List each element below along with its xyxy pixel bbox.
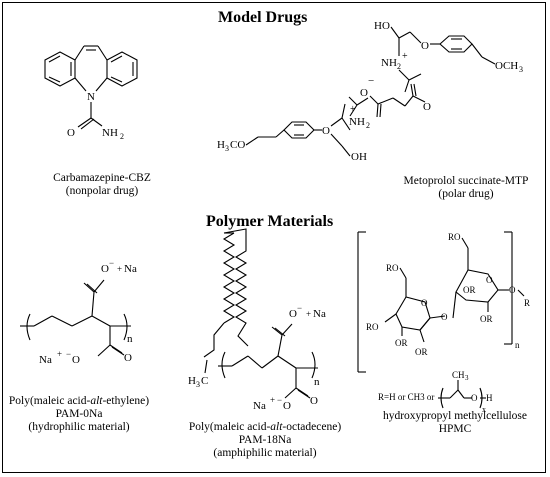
mtp-och3-top: OCH xyxy=(495,60,518,72)
pam0-o-bottom: O xyxy=(124,352,132,364)
pam18-note: (amphiphilic material) xyxy=(213,447,317,459)
mtp-nh2-bottom: NH xyxy=(349,116,365,128)
model-drugs-title: Model Drugs xyxy=(218,9,308,26)
mtp-h3co-bottom: H xyxy=(217,139,225,151)
cbz-n-label: N xyxy=(87,91,95,103)
pam0-plus-top: + xyxy=(117,264,122,274)
hpmc-ro-1: RO xyxy=(386,263,399,273)
hpmc-o-link: O xyxy=(441,312,448,322)
figure-frame xyxy=(2,2,546,473)
carbamazepine-structure: N O NH 2 xyxy=(44,45,138,141)
mtp-ho-top: HO xyxy=(374,20,390,32)
hpmc-ro-2: RO xyxy=(366,322,379,332)
pam18-h3c-sub: 3 xyxy=(196,380,200,389)
pam18-minus-top: − xyxy=(297,303,302,313)
succinate-anion: − O O xyxy=(360,75,431,118)
cbz-o-label: O xyxy=(67,127,75,139)
pam18-plus-top: + xyxy=(306,309,311,319)
hpmc-ch3-sub: 3 xyxy=(465,374,469,382)
pam18-name: Poly(maleic acid-alt-octadecene) xyxy=(188,421,342,433)
hpmc-caption: hydroxypropyl methylcellulose HPMC xyxy=(380,410,530,436)
hpmc-structure: n RO O RO OR O OR RO O OR OR O R R=H or … xyxy=(357,231,530,414)
hpmc-o-ring1: O xyxy=(421,298,428,308)
hpmc-n-subscript: n xyxy=(515,340,520,350)
metoprolol-cation-top: HO O OCH 3 NH 2 + xyxy=(374,20,523,93)
mtp-note: (polar drug) xyxy=(438,188,494,200)
pam18-h3c-h: H xyxy=(188,375,196,387)
cbz-nh2-label: NH xyxy=(102,127,118,139)
mtp-nh2-sub-bottom: 2 xyxy=(366,121,370,130)
pam18-n-subscript: n xyxy=(314,376,320,388)
hpmc-code: HPMC xyxy=(438,423,472,435)
hpmc-r-end: R xyxy=(524,298,530,308)
hpmc-name: hydroxypropyl methylcellulose xyxy=(382,410,528,422)
mtp-o-top: O xyxy=(421,40,429,52)
hpmc-or-1: OR xyxy=(395,338,408,348)
hpmc-or-4: OR xyxy=(480,314,493,324)
pam18-na-bottom: Na xyxy=(253,400,266,412)
hpmc-or-3: OR xyxy=(463,285,476,295)
mtp-plus-bottom: + xyxy=(350,104,356,115)
pam0-o-minus-top: O xyxy=(101,263,109,275)
mtp-nh2-top: NH xyxy=(381,57,397,69)
pam0-name: Poly(maleic acid-alt-ethylene) xyxy=(8,395,150,407)
hpmc-ch3-ch: CH xyxy=(452,370,465,380)
hpmc-o-side: O xyxy=(471,393,478,403)
pam0-caption: Poly(maleic acid-alt-ethylene) PAM-0Na (… xyxy=(4,395,154,434)
hpmc-h-side: H xyxy=(486,393,493,403)
metoprolol-cation-bottom: H 3 CO O NH 2 + OH xyxy=(217,96,370,163)
pam0na-structure: O − + Na O Na + − O n xyxy=(20,258,137,366)
succinate-minus-top: − xyxy=(368,75,374,87)
mtp-plus-top: + xyxy=(402,51,408,62)
hpmc-ro-3: RO xyxy=(448,232,461,242)
pam18-plus-bottom: + xyxy=(270,395,275,405)
pam0-note: (hydrophilic material) xyxy=(28,421,130,433)
succinate-o-minus-right: O xyxy=(423,101,431,113)
pam18-o-bottom: O xyxy=(310,395,318,407)
pam18na-structure: H 3 C O − + Na O Na + − O n xyxy=(188,228,326,412)
mtp-caption: Metoprolol succinate-MTP (polar drug) xyxy=(396,175,536,201)
pam0-n-subscript: n xyxy=(127,333,133,345)
pam0-minus-bottom: − xyxy=(66,349,71,359)
succinate-o-minus-top: O xyxy=(360,87,368,99)
mtp-h3co-sub-bottom: 3 xyxy=(225,144,229,153)
pam18-caption: Poly(maleic acid-alt-octadecene) PAM-18N… xyxy=(180,421,350,460)
pam0-na-bottom: Na xyxy=(39,354,52,366)
pam0-code: PAM-0Na xyxy=(55,408,103,420)
mtp-oh-bottom: OH xyxy=(351,151,367,163)
pam0-minus-top: − xyxy=(109,258,114,268)
pam0-plus-bottom: + xyxy=(57,349,62,359)
pam18-na-top: Na xyxy=(313,308,326,320)
mtp-h3co-rest-bottom: CO xyxy=(230,139,245,151)
polymer-materials-title: Polymer Materials xyxy=(206,213,334,230)
pam18-minus-bottom: − xyxy=(277,395,282,405)
pam0-na-top: Na xyxy=(124,263,137,275)
mtp-o-bottom: O xyxy=(322,125,330,137)
cbz-nh2-subscript: 2 xyxy=(120,132,124,141)
cbz-note: (nonpolar drug) xyxy=(65,185,139,197)
cbz-caption: Carbamazepine-CBZ (nonpolar drug) xyxy=(42,172,162,198)
hpmc-x-subscript: x xyxy=(482,405,486,414)
pam18-code: PAM-18Na xyxy=(238,434,292,446)
mtp-nh2-sub-top: 2 xyxy=(397,62,401,71)
pam0-o-minus-bottom: O xyxy=(72,354,80,366)
mtp-och3-sub-top: 3 xyxy=(519,65,523,74)
hpmc-or-2: OR xyxy=(415,347,428,357)
hpmc-o-end: O xyxy=(509,285,516,295)
pam18-o-minus-top: O xyxy=(289,308,297,320)
hpmc-legend-text: R=H or CH3 or xyxy=(378,392,434,402)
hpmc-o-ring2: O xyxy=(486,275,493,285)
pam18-h3c-c: C xyxy=(201,375,208,387)
cbz-name: Carbamazepine-CBZ xyxy=(53,172,151,184)
mtp-name: Metoprolol succinate-MTP xyxy=(403,175,529,187)
pam18-o-minus-bottom: O xyxy=(283,400,291,412)
